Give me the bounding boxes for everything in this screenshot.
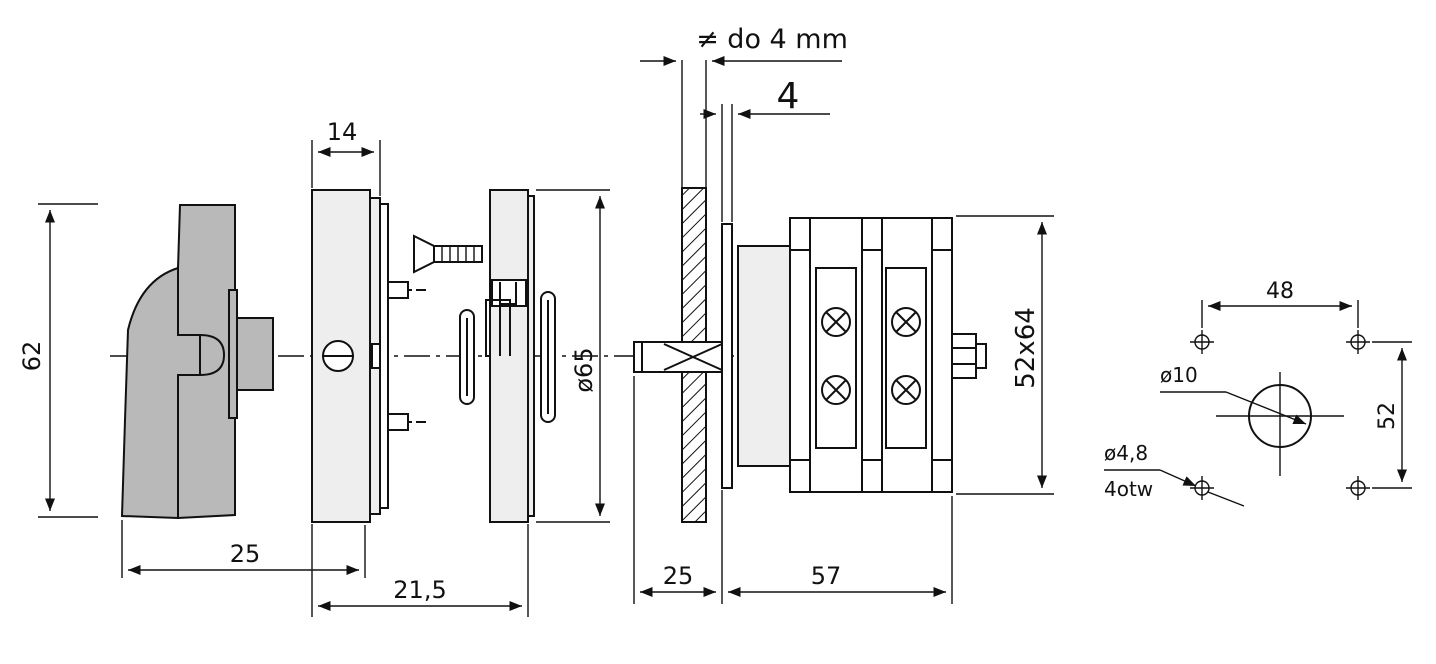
hole-pattern [1190, 330, 1370, 500]
svg-text:≠ do 4 mm: ≠ do 4 mm [696, 24, 848, 55]
handle [120, 204, 274, 520]
svg-text:62: 62 [18, 341, 46, 372]
mounting-panel [681, 60, 707, 523]
svg-text:21,5: 21,5 [393, 576, 446, 604]
dimension-handle-depth: 25 [121, 520, 366, 578]
screw [413, 234, 483, 274]
svg-text:14: 14 [327, 118, 358, 146]
callout-mount-hole: ø4,8 4otw [1104, 441, 1245, 507]
svg-text:25: 25 [230, 540, 261, 568]
callout-center-hole: ø10 [1160, 363, 1307, 425]
dimension-ring-diameter: ø65 [536, 189, 610, 523]
dimension-hole-spacing-48: 48 [1201, 279, 1359, 328]
switch-body [737, 217, 953, 493]
svg-text:ø65: ø65 [570, 347, 598, 392]
dimension-switch-size: 52x64 [956, 215, 1054, 495]
front-plate [311, 189, 426, 523]
dimension-height-62: 62 [18, 203, 98, 518]
svg-text:ø10: ø10 [1160, 363, 1198, 387]
dimension-front-depth: 21,5 [311, 524, 529, 617]
dimension-shaft-length: 25 [633, 376, 723, 604]
dimension-body-length: 57 [728, 496, 953, 604]
dimension-hole-spacing-52: 52 [1372, 341, 1412, 489]
svg-text:48: 48 [1266, 279, 1294, 304]
svg-text:25: 25 [663, 562, 694, 590]
gasket-plate [721, 104, 733, 489]
terminal-screws [821, 307, 921, 405]
dimension-plate-width-14: 14 [311, 118, 381, 196]
svg-text:4otw: 4otw [1104, 477, 1153, 501]
svg-text:52: 52 [1375, 402, 1400, 430]
dimension-plate-gap: 4 [700, 76, 830, 120]
svg-text:ø4,8: ø4,8 [1104, 441, 1148, 465]
svg-text:57: 57 [811, 562, 842, 590]
svg-text:52x64: 52x64 [1011, 307, 1041, 389]
svg-text:4: 4 [777, 76, 800, 117]
shaft [633, 341, 723, 373]
rear-nut [951, 333, 987, 379]
dimension-panel-thickness: ≠ do 4 mm [640, 24, 848, 67]
ring-plate [485, 189, 535, 523]
